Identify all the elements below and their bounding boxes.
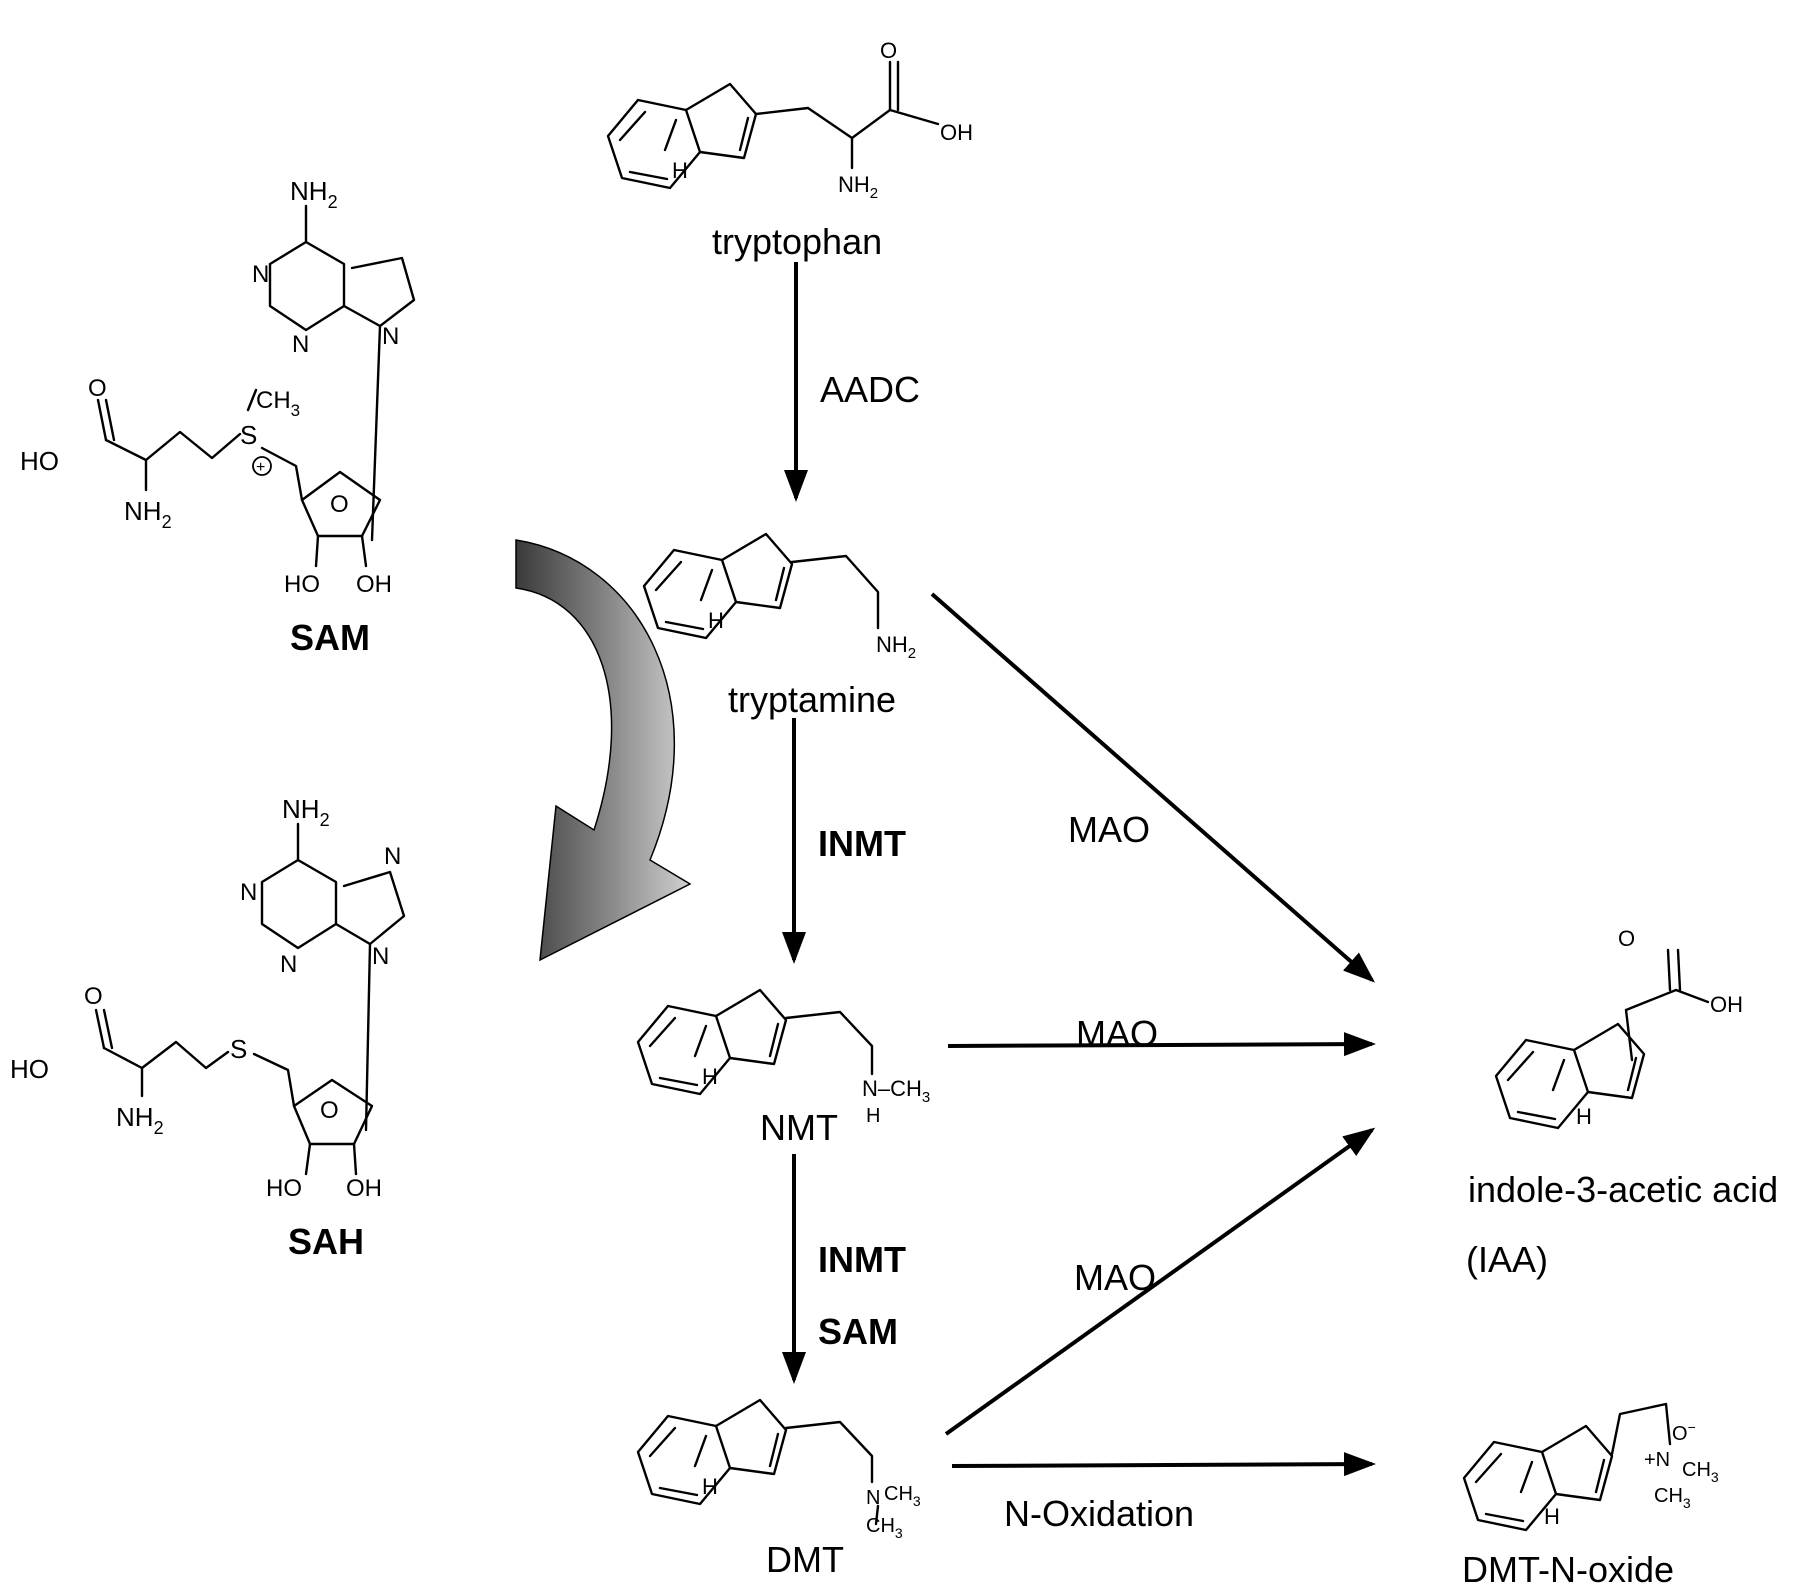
label-tryptamine: tryptamine	[728, 679, 896, 720]
sah-n9-label: N	[372, 943, 389, 970]
sam-nh2-label: NH2	[290, 176, 338, 212]
arrow-mao-dmt	[944, 1127, 1376, 1436]
nmt-h-label: H	[702, 1064, 718, 1089]
dmt-ch3-a-label: CH3	[884, 1483, 921, 1509]
arrow-mao-tryptamine	[930, 592, 1376, 983]
sah-n7-label: N	[384, 843, 401, 870]
curved-arrow-methyl-transfer	[515, 539, 692, 962]
label-n-oxidation: N-Oxidation	[1004, 1493, 1194, 1534]
nmt-nh-label: H	[866, 1105, 880, 1127]
label-mao-1: MAO	[1068, 809, 1150, 850]
label-aadc: AADC	[820, 369, 920, 410]
dmt-n-oxide-ch3-b-label: CH3	[1654, 1485, 1691, 1511]
label-sam-cofactor: SAM	[818, 1311, 898, 1352]
tryptamine-h-label: H	[708, 608, 724, 633]
label-sah: SAH	[288, 1221, 364, 1262]
dmt-n-oxide-h-label: H	[1544, 1504, 1560, 1529]
dmt-n-oxide-n-label: +N	[1644, 1449, 1670, 1471]
label-inmt-2: INMT	[818, 1239, 906, 1280]
sam-carbonyl-o-label: O	[88, 375, 107, 402]
sah-carbonyl-o-label: O	[84, 983, 103, 1010]
nmt-structure: H N–CH3 H	[636, 988, 930, 1127]
sam-ho-label: HO	[284, 571, 320, 598]
sah-nh2-label: NH2	[282, 794, 330, 830]
sah-oh-label: OH	[346, 1175, 382, 1202]
arrow-n-oxidation	[951, 1452, 1376, 1477]
sah-s-label: S	[230, 1034, 247, 1064]
dmt-structure: H N CH3 CH3	[636, 1398, 921, 1541]
sam-structure: NH2 N N N O HO OH S + CH3 O HO NH2	[20, 176, 416, 598]
iaa-structure: O OH H	[1494, 926, 1743, 1130]
tryptophan-structure: O OH NH2 H	[606, 38, 973, 202]
arrow-mao-nmt	[947, 1032, 1376, 1057]
label-iaa-abbrev: (IAA)	[1466, 1239, 1548, 1280]
label-inmt-1: INMT	[818, 823, 906, 864]
sam-plus-label: +	[256, 459, 265, 476]
dmt-n-oxide-o-label: O−	[1672, 1419, 1696, 1445]
sam-s-label: S	[240, 420, 257, 450]
tryptophan-oh-label: OH	[940, 120, 973, 145]
iaa-oh-label: OH	[1710, 992, 1743, 1017]
sam-n9-label: N	[382, 323, 399, 350]
iaa-h-label: H	[1576, 1104, 1592, 1129]
dmt-n-label: N	[866, 1487, 880, 1509]
sah-acid-ho-label: HO	[10, 1054, 49, 1084]
label-tryptophan: tryptophan	[712, 221, 882, 262]
sam-acid-ho-label: HO	[20, 446, 59, 476]
tryptophan-nh2-label: NH2	[838, 172, 878, 202]
label-sam: SAM	[290, 617, 370, 658]
tryptophan-o-label: O	[880, 38, 897, 63]
iaa-o-label: O	[1618, 926, 1635, 951]
sah-structure: NH2 N N N N O HO OH S O HO NH2	[10, 794, 406, 1202]
dmt-h-label: H	[702, 1474, 718, 1499]
label-dmt-n-oxide: DMT-N-oxide	[1462, 1549, 1674, 1589]
sah-amine-nh2-label: NH2	[116, 1102, 164, 1138]
label-mao-2: MAO	[1076, 1013, 1158, 1054]
tryptamine-structure: H NH2	[642, 532, 916, 662]
sam-n1-label: N	[252, 261, 269, 288]
sam-ring-o-label: O	[330, 491, 349, 518]
dmt-ch3-b-label: CH3	[866, 1515, 903, 1541]
sam-ch3-label: CH3	[256, 387, 300, 420]
dmt-n-oxide-ch3-a-label: CH3	[1682, 1459, 1719, 1485]
dmt-n-oxide-structure: H +N O− CH3 CH3	[1462, 1402, 1719, 1532]
sah-n3-label: N	[280, 951, 297, 978]
label-iaa-name: indole-3-acetic acid	[1468, 1169, 1778, 1210]
nmt-nch3-label: N–CH3	[862, 1076, 930, 1106]
sam-oh-label: OH	[356, 571, 392, 598]
sah-n1-label: N	[240, 879, 257, 906]
sam-plus-charge-icon	[252, 456, 272, 476]
tryptamine-nh2-label: NH2	[876, 632, 916, 662]
sam-amine-nh2-label: NH2	[124, 496, 172, 532]
sah-ring-o-label: O	[320, 1097, 339, 1124]
label-dmt: DMT	[766, 1539, 844, 1580]
label-nmt: NMT	[760, 1107, 838, 1148]
label-mao-3: MAO	[1074, 1257, 1156, 1298]
sam-n3-label: N	[292, 331, 309, 358]
tryptophan-h-label: H	[672, 158, 688, 183]
sah-ho-label: HO	[266, 1175, 302, 1202]
